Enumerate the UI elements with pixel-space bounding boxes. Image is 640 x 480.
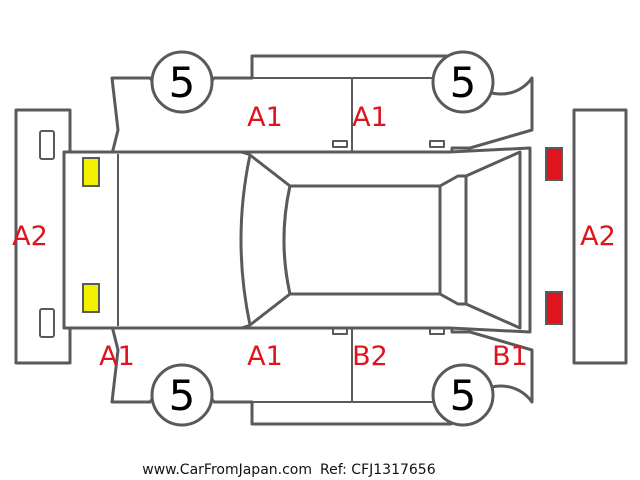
rear-window: [438, 174, 468, 306]
tire-rear-left: [431, 50, 495, 114]
damage-code-right-front-door: A1: [247, 341, 283, 372]
damage-code-rear-bumper: A2: [580, 221, 616, 252]
front-light-right: [82, 283, 100, 313]
tire-front-left-score: 5: [169, 58, 196, 107]
front-bumper-slot-top: [39, 130, 55, 160]
footer-site: www.CarFromJapan.com: [142, 462, 312, 478]
damage-code-right-rear-door: B2: [352, 341, 388, 372]
tire-rear-left-score: 5: [450, 58, 477, 107]
a-pillar-right: [239, 324, 251, 329]
rear-light-left: [545, 147, 563, 181]
rear-light-right: [545, 291, 563, 325]
front-bumper: [14, 108, 72, 365]
damage-code-left-rear-door: A1: [352, 102, 388, 133]
tire-front-right-score: 5: [169, 371, 196, 420]
tire-front-left: [150, 50, 214, 114]
damage-code-left-front-door: A1: [247, 102, 283, 133]
tire-rear-right: [431, 363, 495, 427]
front-bumper-slot-bottom: [39, 308, 55, 338]
a-pillar-left: [239, 151, 251, 156]
roof: [282, 184, 442, 296]
rear-bumper: [572, 108, 628, 365]
front-light-left: [82, 157, 100, 187]
tire-front-right: [150, 363, 214, 427]
damage-code-front-bumper: A2: [12, 221, 48, 252]
tailgate: [464, 150, 522, 330]
footer-ref: Ref: CFJ1317656: [320, 462, 436, 478]
left-rear-handle: [429, 140, 445, 148]
damage-code-front-right-corner: A1: [99, 341, 135, 372]
tire-rear-right-score: 5: [450, 371, 477, 420]
damage-code-rear-right-quarter: B1: [492, 341, 528, 372]
left-front-handle: [332, 140, 348, 148]
